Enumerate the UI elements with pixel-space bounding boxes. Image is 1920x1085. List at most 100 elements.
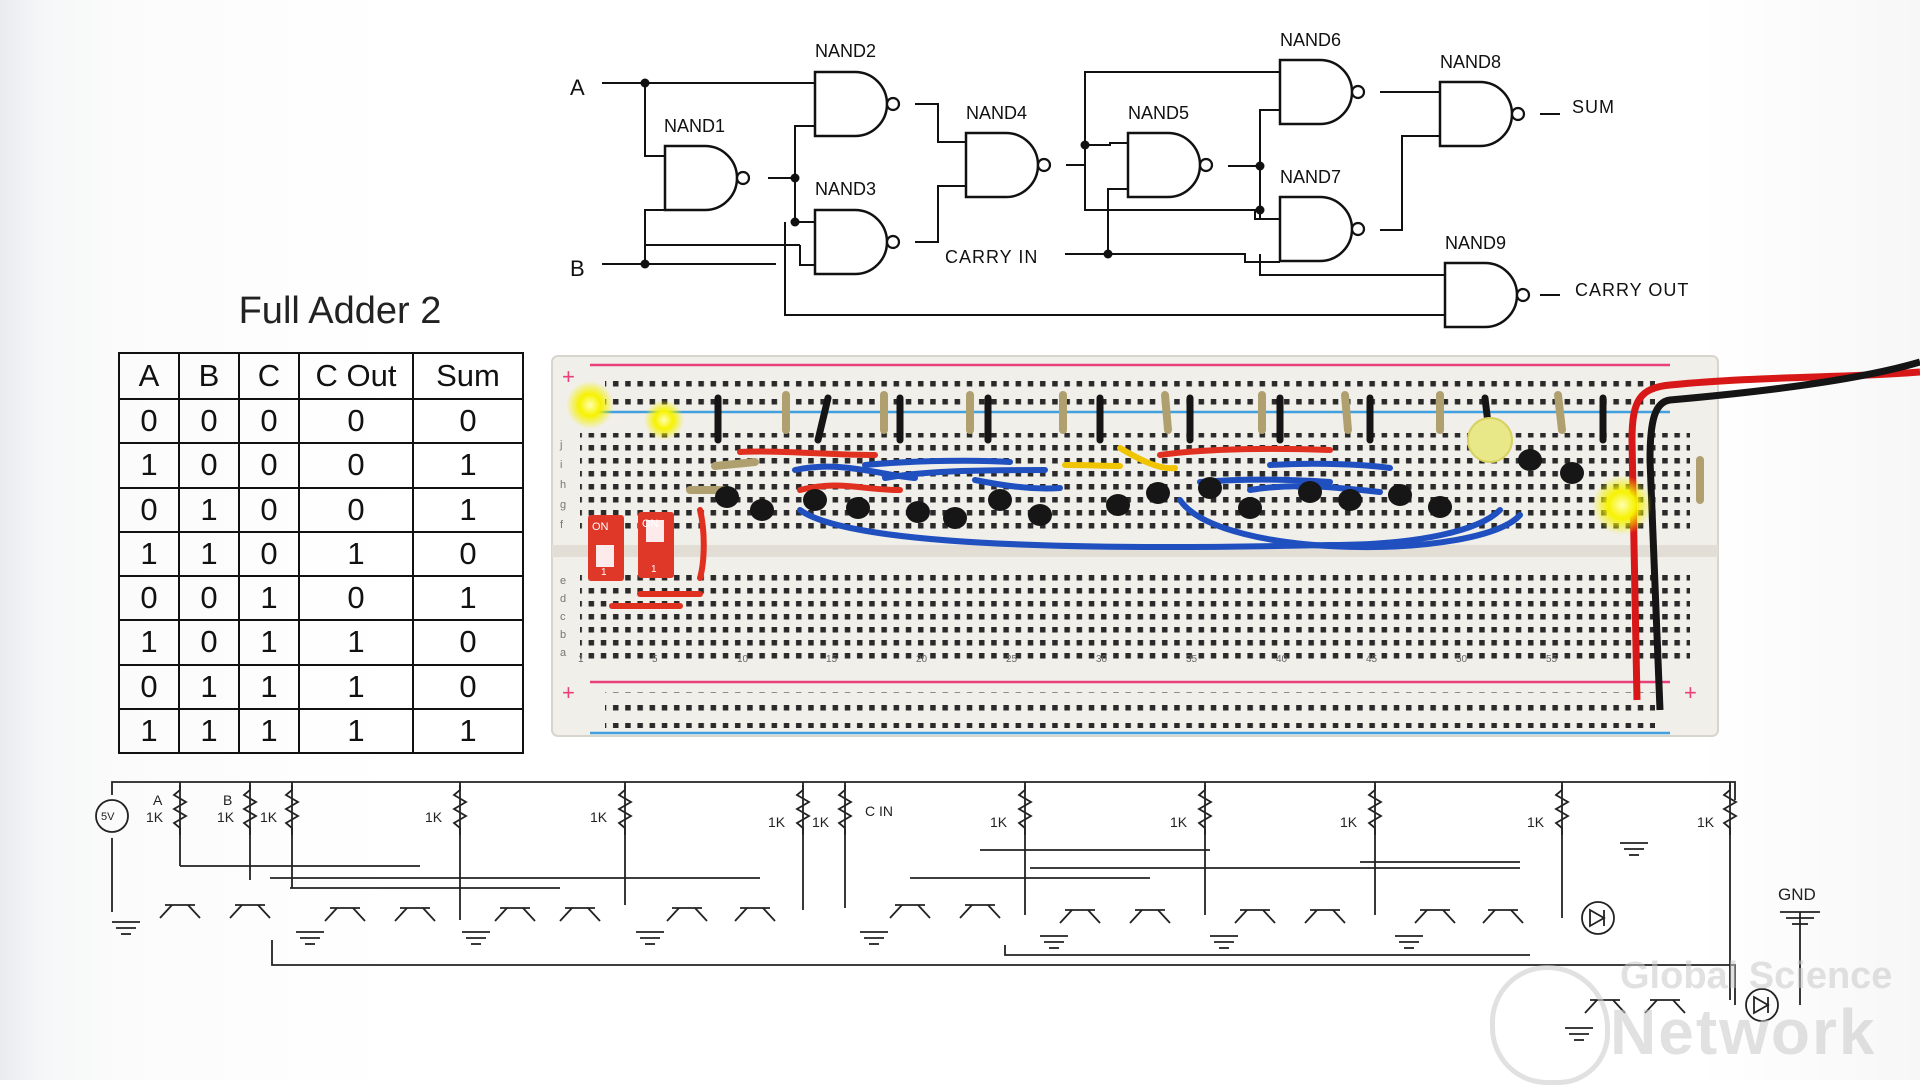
cell: 1: [178, 707, 240, 755]
dip-switch-b[interactable]: ON 1: [638, 512, 674, 578]
nand4-label: NAND4: [966, 103, 1027, 123]
row-letter: e: [560, 575, 566, 587]
transistor: [943, 507, 967, 529]
ground-symbol: [462, 931, 490, 945]
cell: 1: [178, 663, 240, 710]
led-lit: [644, 400, 684, 440]
jumper-yellow: [1062, 462, 1123, 469]
transistor-symbol: [1414, 909, 1456, 924]
led-output-sum: [1467, 417, 1513, 463]
transistor: [803, 489, 827, 511]
cell: 1: [118, 530, 180, 578]
transistor-symbol: [394, 907, 436, 922]
jumper-red: [797, 482, 903, 493]
transistor-symbol: [1304, 909, 1346, 924]
dip-switch-digit: 1: [651, 564, 657, 575]
jumper-blue: [862, 457, 1013, 468]
transistor-symbol: [1234, 909, 1276, 924]
cell: 1: [238, 574, 300, 622]
dip-switch-on-label: ON: [642, 518, 659, 530]
truth-table-title: Full Adder 2: [238, 290, 442, 332]
col-number: 25: [1006, 654, 1018, 665]
cell: 0: [238, 397, 300, 445]
input-a-label: A: [570, 75, 585, 100]
resistor-symbol: [795, 785, 811, 835]
transistor: [906, 501, 930, 523]
row-letter: j: [559, 439, 562, 451]
cell: 0: [412, 397, 524, 445]
row-letter: b: [560, 629, 566, 641]
transistor-symbol: [229, 904, 271, 919]
resistor-label: 1K: [1170, 814, 1188, 830]
transistor-symbol: [889, 904, 931, 919]
cell: 0: [412, 663, 524, 710]
nand6-label: NAND6: [1280, 30, 1341, 50]
jumper-blue: [972, 477, 1063, 492]
row-letter: g: [560, 499, 566, 511]
cell: 1: [412, 574, 524, 622]
col-number: 5: [652, 654, 658, 665]
col-number: 30: [1096, 654, 1108, 665]
transistor-symbol: [666, 907, 708, 922]
cell: 1: [412, 707, 524, 755]
ground-symbol: [112, 921, 140, 935]
row-letter: f: [560, 519, 564, 531]
input-b-label: B: [570, 256, 585, 281]
resistor-label: 1K: [1340, 814, 1358, 830]
input-b-schematic-label: B: [223, 792, 232, 808]
nand1-label: NAND1: [664, 116, 725, 136]
watermark-line1: Global Science: [1620, 955, 1893, 997]
transistor-symbol: [494, 907, 536, 922]
jumper-blue-long: [797, 507, 1503, 551]
transistor-symbol: [1129, 909, 1171, 924]
nand2-label: NAND2: [815, 41, 876, 61]
transistor: [1388, 484, 1412, 506]
header-b: B: [178, 352, 240, 400]
dip-switch-a[interactable]: ON 1: [588, 515, 624, 581]
cell: 0: [412, 530, 524, 578]
brain-logo-icon: [1490, 965, 1610, 1085]
ground-label: GND: [1778, 885, 1816, 904]
cell: 1: [412, 442, 524, 489]
resistor: [1161, 391, 1172, 434]
cell: 1: [298, 530, 414, 578]
jumper-blue: [1267, 460, 1393, 471]
transistor-symbol: [959, 904, 1001, 919]
jumper-blue-long: [1177, 497, 1523, 551]
transistor: [846, 497, 870, 519]
row-letter: a: [560, 647, 567, 659]
transistor: [1428, 496, 1452, 518]
col-number: 20: [916, 654, 928, 665]
jumper-red: [1157, 445, 1333, 458]
transistor-symbol: [324, 907, 366, 922]
resistor: [711, 458, 759, 470]
power-wire-black: [1646, 358, 1920, 711]
resistor-label: 1K: [812, 814, 830, 830]
transistor: [988, 489, 1012, 511]
header-a: A: [118, 352, 180, 400]
jumper-yellow: [1117, 445, 1178, 472]
nand-gate-diagram: A B CARRY IN SUM CARRY OUT NAND1 NAND2 N…: [570, 30, 1688, 329]
nand5-label: NAND5: [1128, 103, 1189, 123]
cell: 0: [118, 486, 180, 533]
ground-symbol: [1395, 935, 1423, 949]
cell: 1: [178, 486, 240, 533]
cell: 0: [178, 574, 240, 622]
cell: 1: [298, 663, 414, 710]
transistor-symbol: [1059, 909, 1101, 924]
transistor: [1560, 462, 1584, 484]
cell: 0: [118, 397, 180, 445]
transistor: [1028, 504, 1052, 526]
resistor-label: 1K: [260, 809, 278, 825]
transistor-symbol: [1644, 999, 1686, 1014]
cell: 1: [298, 619, 414, 666]
jumper-black: [814, 394, 832, 444]
col-number: 10: [737, 654, 749, 665]
carry-in-schematic-label: C IN: [865, 803, 893, 819]
resistor-symbol: [172, 785, 188, 835]
ground-symbol: [636, 931, 664, 945]
